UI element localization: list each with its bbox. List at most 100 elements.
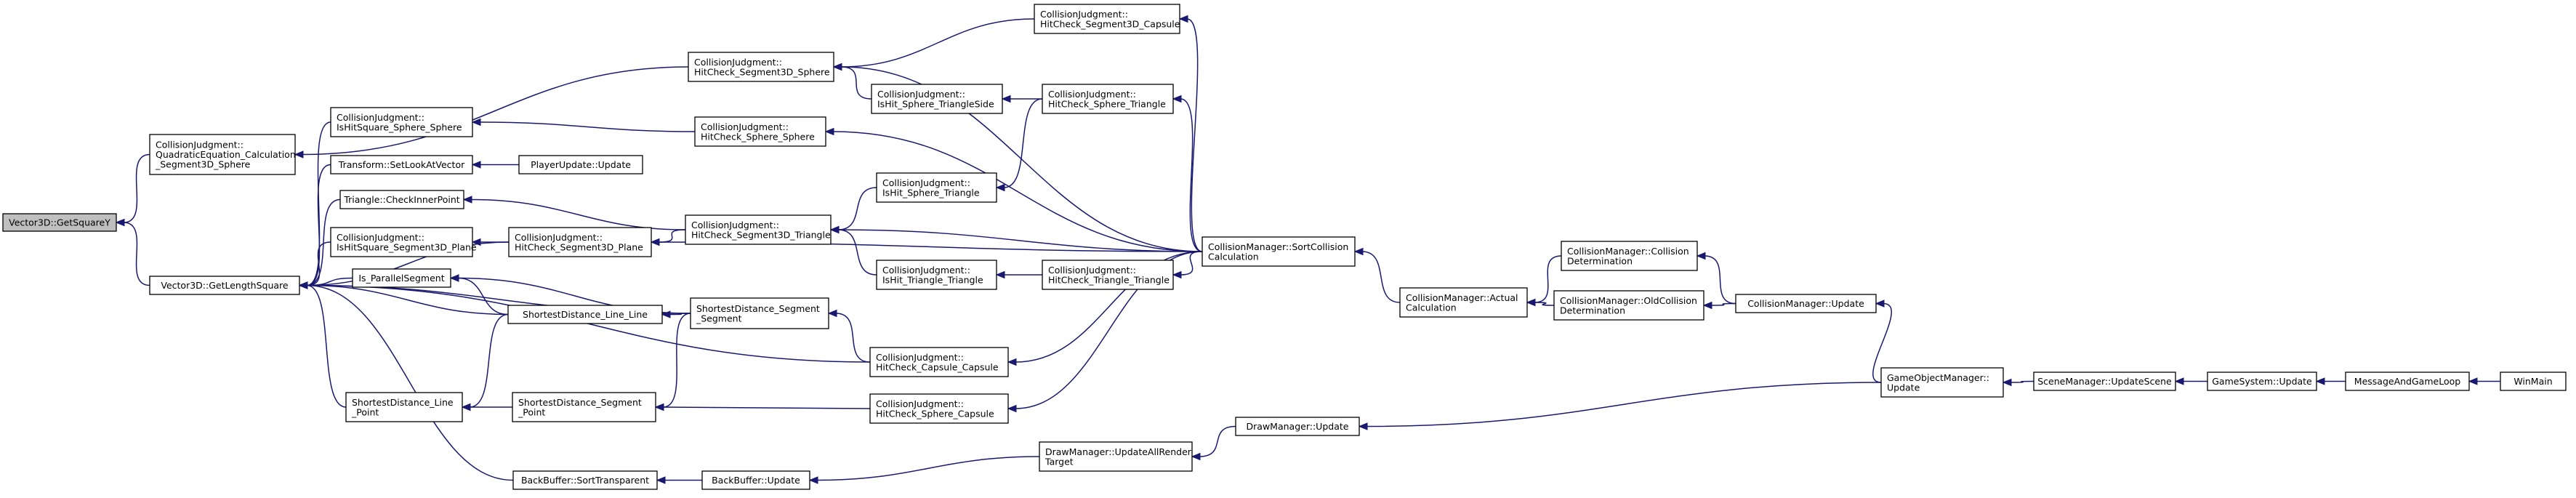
call-edge-n_sortcollision-to-n_hc_sphere_triangle	[1180, 98, 1203, 252]
graph-node-sd-line-point[interactable]: ShortestDistance_Line_Point	[345, 392, 463, 422]
node-box	[1735, 294, 1877, 313]
graph-node-isparallel[interactable]: Is_ParallelSegment	[352, 268, 451, 288]
node-box	[2345, 372, 2470, 391]
node-box	[1235, 417, 1360, 436]
call-edge-n_ishit_sphere_triangle-to-n_hc_seg_triangle	[837, 187, 877, 230]
graph-node-getlengthsquare[interactable]: Vector3D::GetLengthSquare	[149, 276, 300, 295]
call-edge-n_hc_sphere_triangle-to-n_ishit_sphere_triangle	[1003, 98, 1043, 188]
graph-node-vec-getsquarey[interactable]: Vector3D::GetSquareY	[2, 213, 117, 232]
graph-node-ishit-tri-tri[interactable]: CollisionJudgment::IsHit_Triangle_Triang…	[876, 260, 997, 290]
graph-node-messageandgameloop[interactable]: MessageAndGameLoop	[2345, 372, 2470, 391]
graph-node-drawmgr-update[interactable]: DrawManager::Update	[1235, 417, 1360, 436]
arrowhead-icon	[298, 281, 308, 289]
graph-node-sortcollision[interactable]: CollisionManager::SortCollisionCalculati…	[1202, 236, 1356, 267]
node-label: CollisionJudgment::	[882, 265, 970, 276]
call-edge-n_gom_update-to-n_drawmgr_update	[1366, 382, 1882, 427]
arrowhead-icon	[824, 127, 834, 136]
graph-node-ishit-sphere-triside[interactable]: CollisionJudgment::IsHit_Sphere_Triangle…	[871, 84, 1003, 114]
graph-node-setlookat[interactable]: Transform::SetLookAtVector	[330, 155, 473, 174]
node-label: CollisionJudgment::	[156, 140, 243, 150]
node-box	[512, 470, 658, 490]
arrowhead-icon	[1178, 15, 1188, 23]
node-box	[512, 392, 656, 422]
node-box	[876, 172, 997, 203]
call-edge-n_hc_seg_capsule-to-n_hc_seg_sphere	[840, 18, 1035, 68]
graph-node-backbuf-update[interactable]: BackBuffer::Update	[701, 470, 810, 490]
graph-node-backbuf-sorttransparent[interactable]: BackBuffer::SortTransparent	[512, 470, 658, 490]
node-label: DrawManager::Update	[1247, 421, 1349, 432]
graph-node-sd-seg-seg[interactable]: ShortestDistance_Segment_Segment	[690, 297, 829, 329]
call-edge-n_sortcollision-to-n_hc_sphere_sphere	[832, 131, 1203, 252]
node-box	[2033, 372, 2176, 391]
graph-node-oldcolldetermination[interactable]: CollisionManager::OldCollisionDeterminat…	[1553, 290, 1704, 321]
graph-node-hc-tri-tri[interactable]: CollisionJudgment::HitCheck_Triangle_Tri…	[1042, 260, 1174, 290]
node-label: WinMain	[2513, 376, 2552, 387]
graph-node-hc-seg-plane[interactable]: CollisionJudgment::HitCheck_Segment3D_Pl…	[508, 227, 652, 257]
arrowhead-icon	[654, 403, 664, 411]
arrowhead-icon	[1526, 298, 1536, 307]
call-edge-n_drawmgr_update-to-n_drawmgr_updateall	[1199, 425, 1236, 457]
call-edge-n_hc_seg_sphere-to-n_quadratic	[302, 66, 689, 156]
call-edge-n_hc_seg_triangle-to-n_checkinnerpoint	[470, 198, 686, 230]
node-box	[701, 470, 810, 490]
node-box	[685, 214, 832, 245]
call-edge-n_sd_seg_seg-to-n_sd_seg_point	[662, 313, 691, 408]
arrowhead-icon	[1007, 404, 1017, 413]
node-label: GameSystem::Update	[2212, 376, 2312, 387]
node-label: ShortestDistance_Segment	[518, 397, 642, 408]
graph-node-ishitsq-seg-plane[interactable]: CollisionJudgment::IsHitSquare_Segment3D…	[330, 227, 477, 257]
call-edge-n_hc_sphere_capsule-to-n_sd_seg_point	[662, 406, 871, 409]
graph-node-scenemgr-updatescene[interactable]: SceneManager::UpdateScene	[2033, 372, 2176, 391]
node-label: HitCheck_Segment3D_Plane	[515, 241, 643, 252]
graph-node-ishitsq-sphere-sphere[interactable]: CollisionJudgment::IsHitSquare_Sphere_Sp…	[330, 107, 473, 137]
graph-node-ishit-sphere-triangle[interactable]: CollisionJudgment::IsHit_Sphere_Triangle	[876, 172, 997, 203]
graph-node-hc-capsule-capsule[interactable]: CollisionJudgment::HitCheck_Capsule_Caps…	[869, 347, 1009, 377]
node-label: CollisionManager::Actual	[1406, 292, 1518, 303]
call-edge-n_colldetermination-to-n_actualcalc	[1534, 255, 1562, 303]
node-label: SceneManager::UpdateScene	[2037, 376, 2172, 387]
call-edge-n_sd_line_line-to-n_sd_line_point	[469, 313, 509, 408]
node-label: ShortestDistance_Line	[352, 397, 454, 408]
graph-edges	[115, 15, 2500, 484]
node-label: Vector3D::GetLengthSquare	[161, 280, 289, 291]
node-label: HitCheck_Sphere_Sphere	[701, 131, 815, 142]
node-label: PlayerUpdate::Update	[531, 159, 631, 170]
graph-node-quadratic[interactable]: CollisionJudgment::QuadraticEquation_Cal…	[149, 134, 296, 175]
graph-node-winmain[interactable]: WinMain	[2500, 372, 2567, 391]
graph-node-hc-seg-sphere[interactable]: CollisionJudgment::HitCheck_Segment3D_Sp…	[688, 52, 834, 82]
node-label: CollisionJudgment::	[877, 89, 965, 100]
call-edge-n_ishitsq_seg_plane-to-n_getlengthsquare	[306, 241, 331, 286]
arrowhead-icon	[650, 238, 660, 246]
graph-node-sd-seg-point[interactable]: ShortestDistance_Segment_Point	[512, 392, 656, 422]
node-box	[1042, 260, 1174, 290]
call-edge-n_sortcollision-to-n_hc_capsule_capsule	[1015, 251, 1203, 363]
node-label: CollisionJudgment::	[1048, 265, 1136, 276]
arrowhead-icon	[1007, 358, 1017, 366]
graph-node-playerupdate[interactable]: PlayerUpdate::Update	[518, 155, 643, 174]
graph-node-hc-sphere-capsule[interactable]: CollisionJudgment::HitCheck_Sphere_Capsu…	[869, 393, 1009, 424]
graph-node-gom-update[interactable]: GameObjectManager::Update	[1880, 367, 2004, 398]
graph-node-hc-seg-capsule[interactable]: CollisionJudgment::HitCheck_Segment3D_Ca…	[1034, 4, 1180, 34]
graph-node-hc-sphere-sphere[interactable]: CollisionJudgment::HitCheck_Sphere_Spher…	[694, 116, 826, 147]
node-label: IsHit_Sphere_Triangle	[882, 187, 980, 198]
arrowhead-icon	[995, 270, 1005, 279]
node-label: HitCheck_Segment3D_Sphere	[694, 66, 830, 77]
call-edge-n_hc_capsule_capsule-to-n_sd_seg_seg	[835, 313, 871, 363]
node-label: MessageAndGameLoop	[2354, 376, 2460, 387]
graph-node-hc-sphere-triangle[interactable]: CollisionJudgment::HitCheck_Sphere_Trian…	[1042, 84, 1174, 114]
node-box	[688, 52, 834, 82]
graph-node-collmgr-update[interactable]: CollisionManager::Update	[1735, 294, 1877, 313]
call-edge-n_ishit_sphere_triside-to-n_hc_seg_sphere	[840, 66, 872, 100]
graph-node-gamesystem-update[interactable]: GameSystem::Update	[2207, 372, 2317, 391]
node-box	[2500, 372, 2567, 391]
call-edge-n_ishitsq_sphere_sphere-to-n_getlengthsquare	[306, 121, 331, 286]
call-edge-n_setlookat-to-n_getlengthsquare	[306, 164, 331, 286]
node-box	[1042, 84, 1174, 114]
graph-node-sd-line-line[interactable]: ShortestDistance_Line_Line	[507, 305, 663, 324]
graph-node-checkinnerpoint[interactable]: Triangle::CheckInnerPoint	[339, 190, 464, 209]
graph-node-hc-seg-triangle[interactable]: CollisionJudgment::HitCheck_Segment3D_Tr…	[685, 214, 832, 245]
call-edge-n_sortcollision-to-n_hc_seg_triangle	[837, 229, 1203, 252]
